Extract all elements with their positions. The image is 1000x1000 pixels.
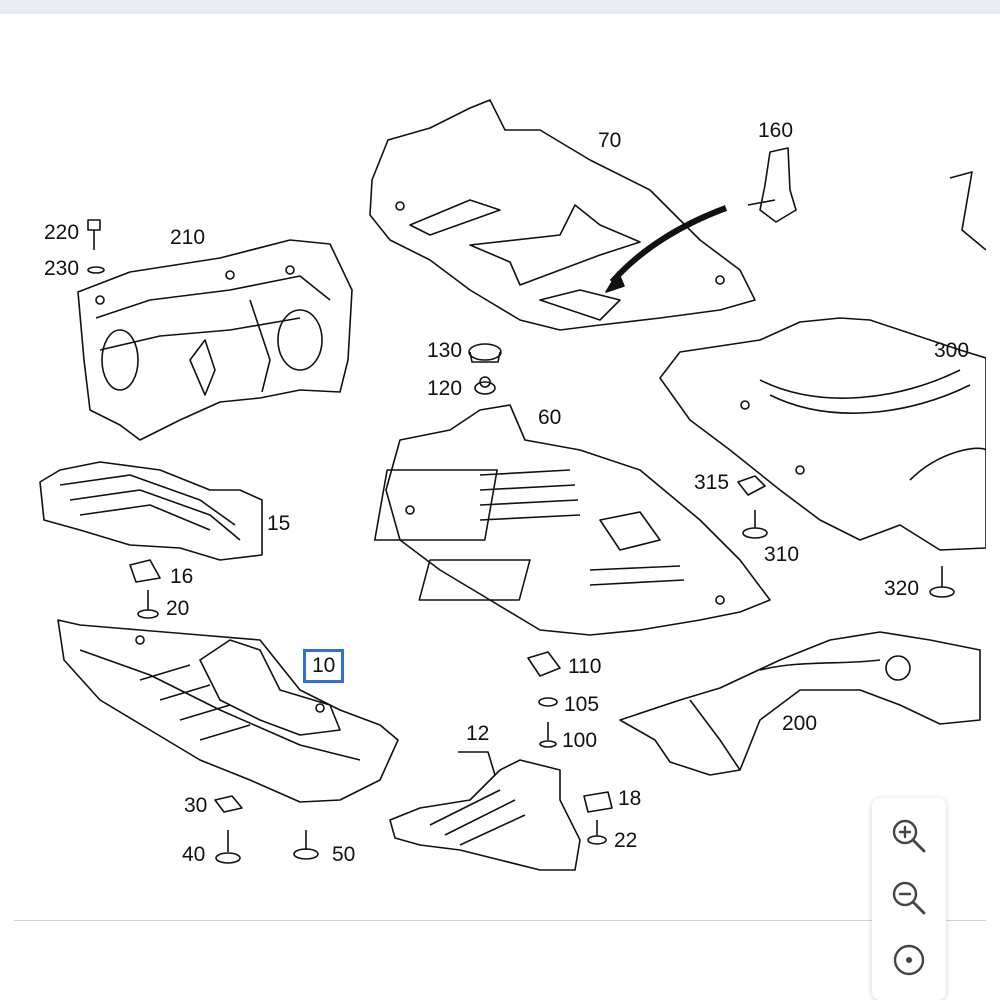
part-12-drawing — [389, 751, 581, 871]
callout-310[interactable]: 310 — [764, 543, 800, 566]
part-16-20-drawing — [129, 559, 161, 619]
callout-70[interactable]: 70 — [598, 129, 622, 152]
callout-160[interactable]: 160 — [758, 119, 794, 142]
target-icon — [893, 944, 925, 976]
callout-320[interactable]: 320 — [884, 577, 920, 600]
callout-315[interactable]: 315 — [694, 471, 730, 494]
callout-220[interactable]: 220 — [44, 221, 80, 244]
callout-20[interactable]: 20 — [166, 597, 190, 620]
callout-300[interactable]: 300 — [934, 339, 970, 362]
parts-diagram-viewer[interactable]: 220 230 210 70 160 130 120 60 300 15 16 … — [14, 14, 986, 920]
part-15-drawing — [39, 461, 263, 561]
callout-210[interactable]: 210 — [170, 226, 206, 249]
part-160-drawing — [747, 147, 797, 223]
callout-130[interactable]: 130 — [427, 339, 463, 362]
reset-view-button[interactable] — [889, 940, 929, 980]
zoom-out-button[interactable] — [889, 878, 929, 918]
callout-15[interactable]: 15 — [267, 512, 291, 535]
zoom-in-button[interactable] — [889, 816, 929, 856]
partial-bracket — [949, 171, 986, 251]
part-210-drawing — [77, 239, 353, 441]
callout-30[interactable]: 30 — [184, 794, 208, 817]
part-10-drawing — [57, 619, 399, 803]
zoom-controls — [872, 798, 946, 1000]
callout-10-highlighted[interactable]: 10 — [303, 649, 345, 683]
callout-110[interactable]: 110 — [568, 655, 602, 678]
small-fasteners-drawing — [214, 791, 613, 864]
callout-230[interactable]: 230 — [44, 257, 80, 280]
arrow — [609, 205, 728, 284]
part-315-310-320-drawing — [737, 475, 955, 598]
zoom-in-icon — [892, 819, 926, 853]
callout-200[interactable]: 200 — [782, 712, 818, 735]
callout-120[interactable]: 120 — [427, 377, 463, 400]
part-110-105-100-drawing — [527, 651, 561, 748]
zoom-out-icon — [892, 881, 926, 915]
diagram-drawing — [39, 99, 986, 871]
callout-50[interactable]: 50 — [332, 843, 356, 866]
callout-40[interactable]: 40 — [182, 843, 206, 866]
callout-100[interactable]: 100 — [562, 729, 598, 752]
top-bar — [0, 0, 1000, 14]
callout-18[interactable]: 18 — [618, 787, 642, 810]
part-130-120-drawing — [468, 343, 502, 395]
part-220-230-drawing — [87, 219, 105, 274]
part-200-drawing — [619, 631, 981, 776]
callout-16[interactable]: 16 — [170, 565, 194, 588]
divider — [14, 920, 986, 921]
part-60-drawing — [373, 404, 771, 636]
callout-12[interactable]: 12 — [466, 722, 490, 745]
part-70-drawing — [369, 99, 756, 331]
callout-60[interactable]: 60 — [538, 406, 562, 429]
callout-22[interactable]: 22 — [614, 829, 638, 852]
callout-105[interactable]: 105 — [564, 693, 600, 716]
part-300-drawing — [659, 317, 986, 551]
